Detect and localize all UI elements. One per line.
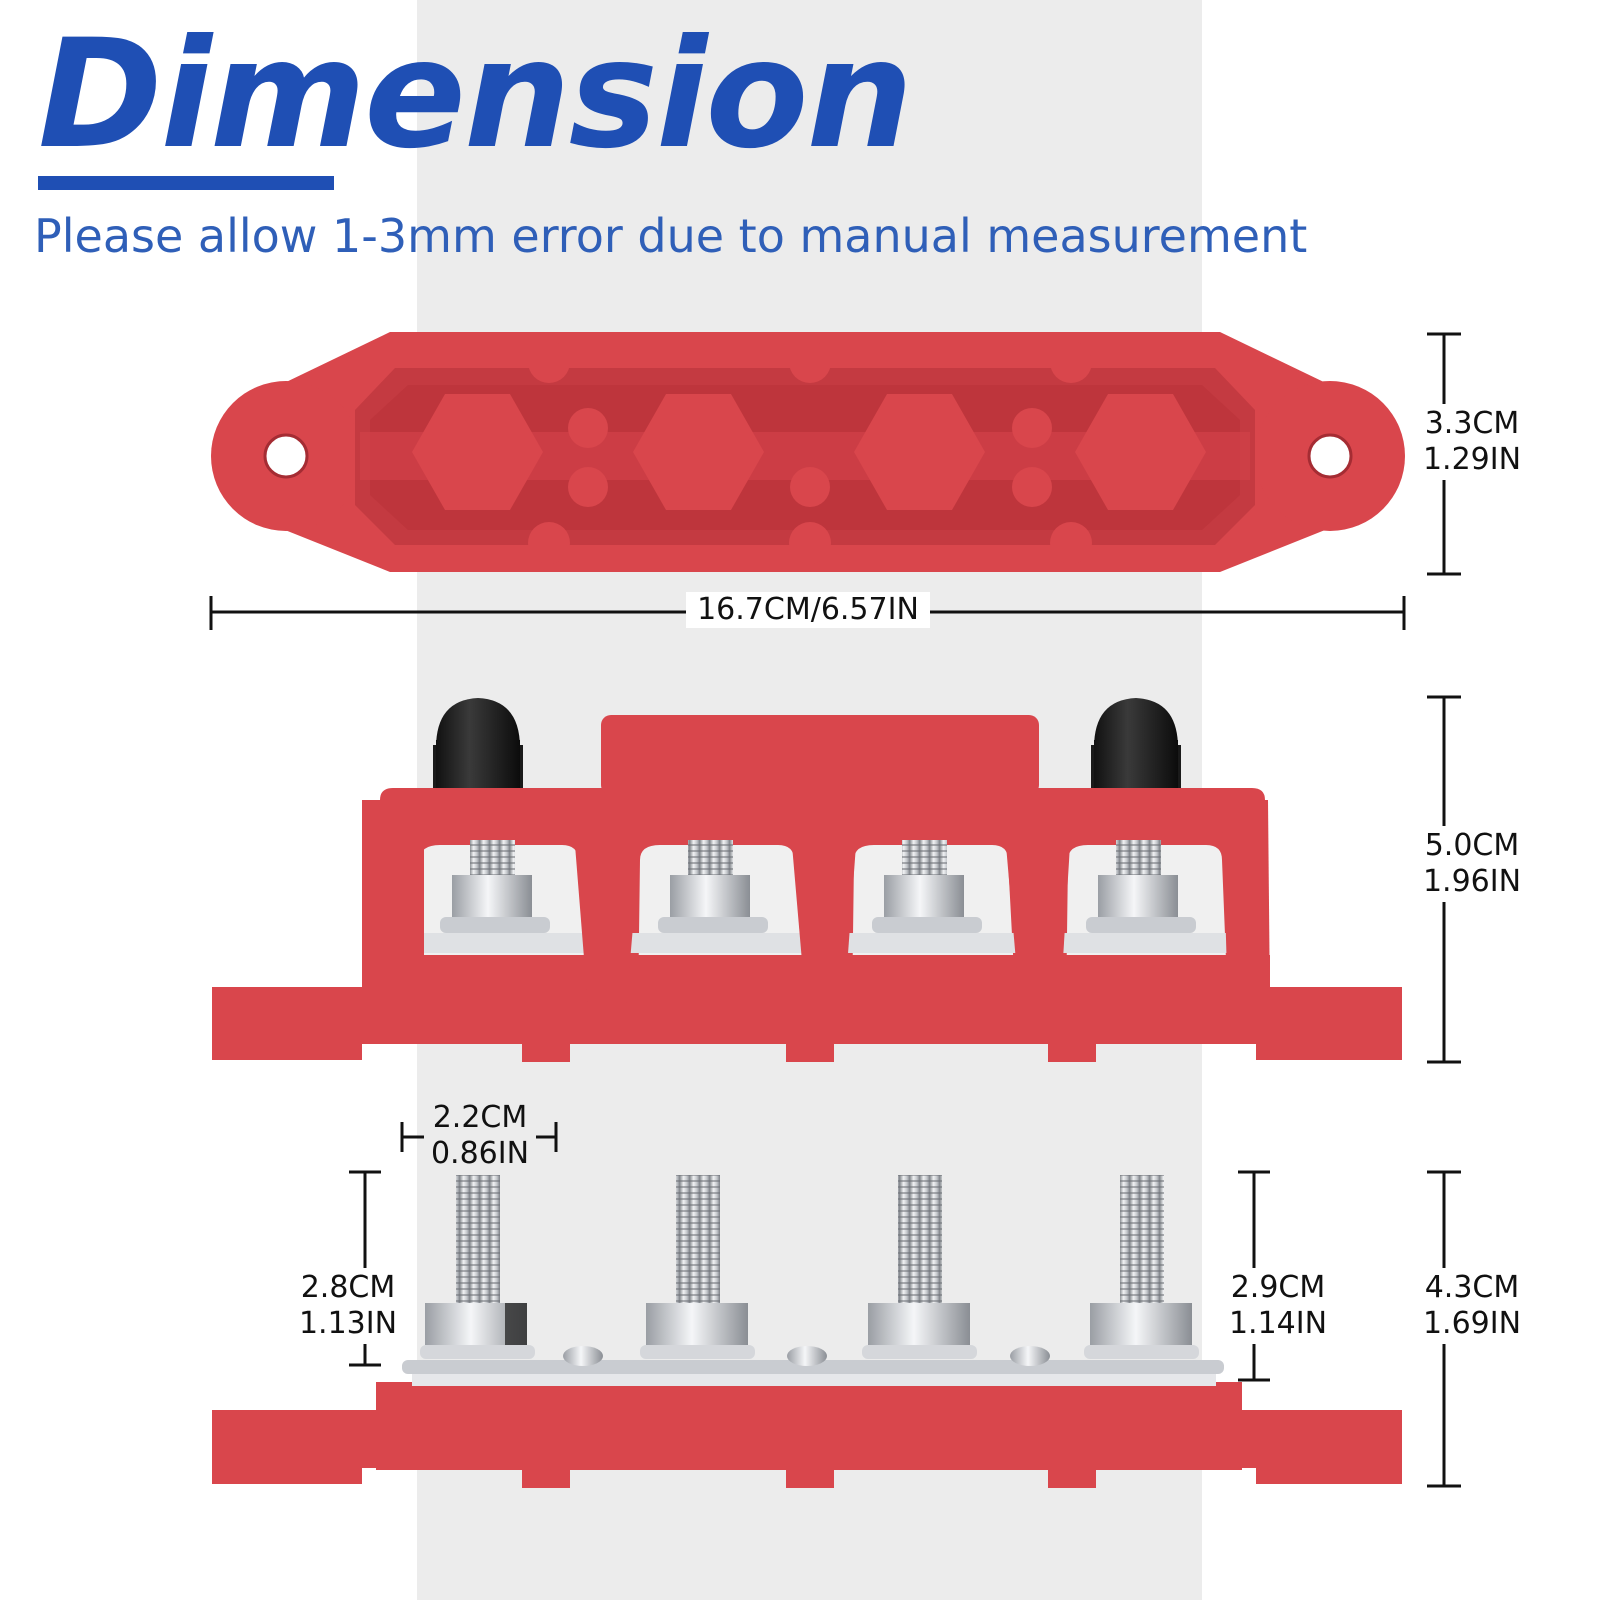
dimension-length-text: 16.7CM/6.57IN	[697, 592, 919, 627]
dimension-label-stud-spacing: 2.2CM 0.86IN	[424, 1098, 536, 1174]
dimension-in: 1.13IN	[298, 1306, 398, 1341]
dimension-in: 1.14IN	[1228, 1306, 1328, 1341]
dimension-label-length: 16.7CM/6.57IN	[686, 592, 930, 628]
dimension-cm: 5.0CM	[1424, 828, 1520, 863]
page-title: Dimension	[38, 8, 913, 182]
dimension-cm: 2.8CM	[300, 1270, 396, 1305]
dimension-in: 1.69IN	[1422, 1306, 1522, 1341]
dimension-cm: 2.2CM	[432, 1100, 528, 1135]
title-underline	[38, 176, 334, 190]
dimension-in: 1.96IN	[1422, 864, 1522, 899]
dimension-in: 0.86IN	[430, 1136, 530, 1171]
dimension-cm: 3.3CM	[1424, 406, 1520, 441]
front-view-busbar	[212, 1175, 1402, 1488]
dimension-label-stud-right-height: 2.9CM 1.14IN	[1222, 1268, 1334, 1344]
side-view-busbar	[212, 698, 1402, 1062]
dimension-label-side-height: 5.0CM 1.96IN	[1414, 826, 1530, 902]
subtitle: Please allow 1-3mm error due to manual m…	[34, 209, 1308, 263]
top-view-busbar	[211, 332, 1405, 572]
dimension-label-stud-left-height: 2.8CM 1.13IN	[292, 1268, 404, 1344]
dimension-in: 1.29IN	[1422, 442, 1522, 477]
dimension-label-base-height: 4.3CM 1.69IN	[1414, 1268, 1530, 1344]
dimension-label-top-height: 3.3CM 1.29IN	[1414, 404, 1530, 480]
dimension-cm: 2.9CM	[1230, 1270, 1326, 1305]
dimension-cm: 4.3CM	[1424, 1270, 1520, 1305]
